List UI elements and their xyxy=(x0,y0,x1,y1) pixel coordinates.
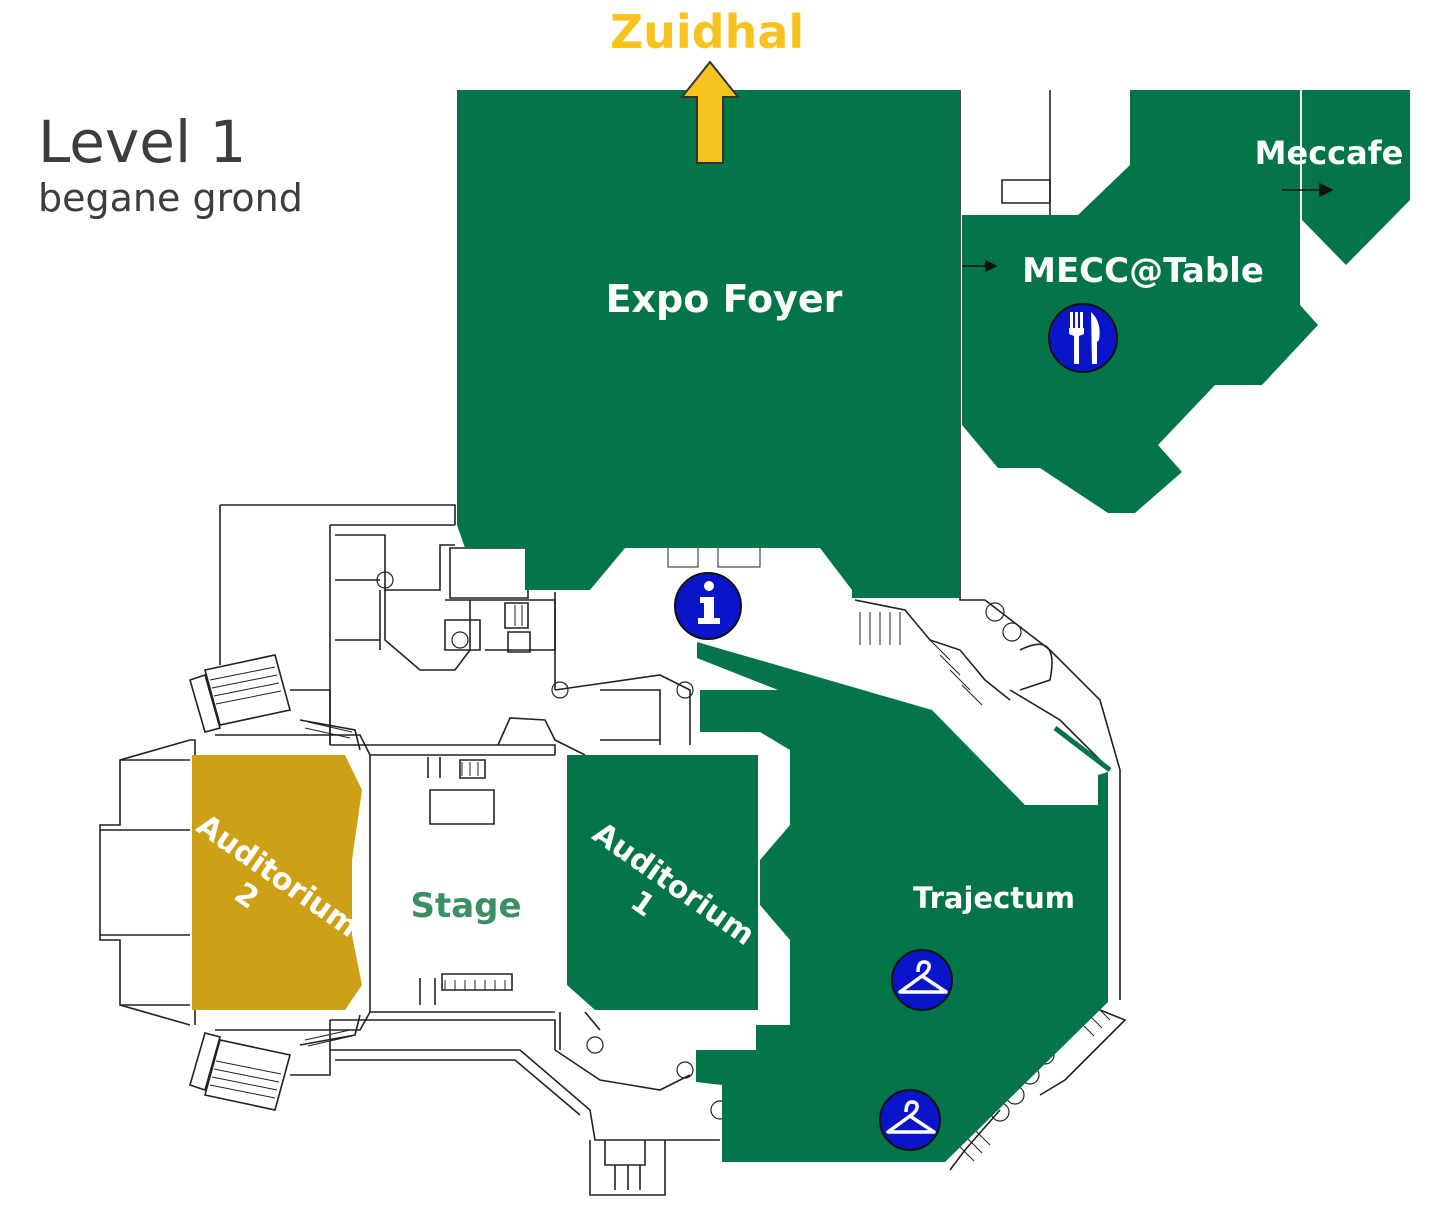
cloakroom-icon xyxy=(879,1089,941,1151)
meccafe-label: Meccafe xyxy=(1255,134,1404,172)
level-title: Level 1 xyxy=(38,108,247,176)
trajectum-label: Trajectum xyxy=(913,881,1075,915)
mecc-table-area[interactable] xyxy=(962,90,1318,513)
cloakroom-icon xyxy=(891,949,953,1011)
arrow-up-icon xyxy=(679,60,741,164)
level-subtitle: begane grond xyxy=(38,176,303,220)
information-icon xyxy=(674,572,742,640)
expo-foyer-label: Expo Foyer xyxy=(606,277,843,321)
restaurant-icon xyxy=(1048,303,1118,373)
stage-label: Stage xyxy=(410,886,521,926)
trajectum-edge xyxy=(1053,726,1112,772)
auditorium-2-area[interactable] xyxy=(192,755,362,1010)
mecc-table-label: MECC@Table xyxy=(1022,251,1264,291)
entrance-arrows xyxy=(962,182,1334,273)
building-outline xyxy=(99,90,1127,1196)
trajectum-area[interactable] xyxy=(696,642,1108,1162)
auditorium-1-area[interactable] xyxy=(567,755,758,1010)
zuidhal-label: Zuidhal xyxy=(610,5,804,59)
meccafe-area[interactable] xyxy=(1302,90,1410,265)
expo-foyer-area[interactable] xyxy=(457,90,960,598)
